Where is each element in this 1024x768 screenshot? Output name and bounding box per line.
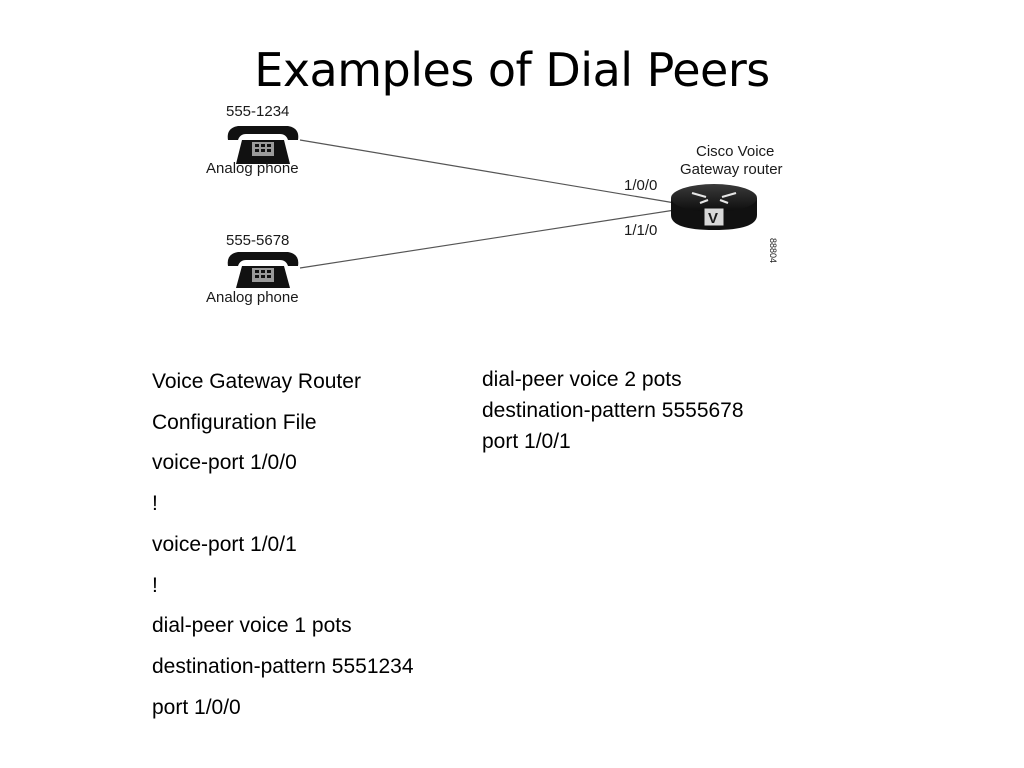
config-line: dial-peer voice 2 pots: [482, 368, 682, 391]
voice-router-icon: [671, 184, 757, 230]
link-bottom: [299, 209, 676, 269]
phone-bottom-number: 555-5678: [226, 232, 289, 249]
config-line: destination-pattern 5551234: [152, 654, 414, 678]
config-line: port 1/0/0: [152, 695, 241, 719]
analog-phone-icon: [227, 252, 299, 288]
analog-phone-icon: [227, 126, 299, 164]
config-line: dial-peer voice 1 pots: [152, 614, 352, 638]
figure-id: 88804: [768, 238, 778, 263]
phone-bottom-label: Analog phone: [206, 289, 299, 306]
config-line: voice-port 1/0/1: [152, 532, 297, 556]
phone-top-label: Analog phone: [206, 160, 299, 177]
port-label-top: 1/0/0: [624, 177, 657, 194]
config-line: Voice Gateway Router: [152, 370, 361, 393]
router-label-line2: Gateway router: [680, 161, 783, 178]
config-line: destination-pattern 5555678: [482, 399, 744, 422]
router-label-line1: Cisco Voice: [696, 143, 774, 160]
config-line: port 1/0/1: [482, 430, 571, 453]
router-badge: V: [708, 210, 718, 227]
config-right-column: dial-peer voice 2 pots destination-patte…: [482, 364, 744, 457]
slide-title: Examples of Dial Peers: [254, 43, 770, 97]
phone-top-number: 555-1234: [226, 103, 289, 120]
port-label-bottom: 1/1/0: [624, 222, 657, 239]
config-line: !: [152, 492, 158, 516]
config-left-column: Voice Gateway Router Configuration File …: [152, 362, 414, 728]
config-line: Configuration File: [152, 410, 317, 434]
config-line: voice-port 1/0/0: [152, 451, 297, 475]
link-top: [299, 139, 676, 204]
config-line: !: [152, 573, 158, 597]
